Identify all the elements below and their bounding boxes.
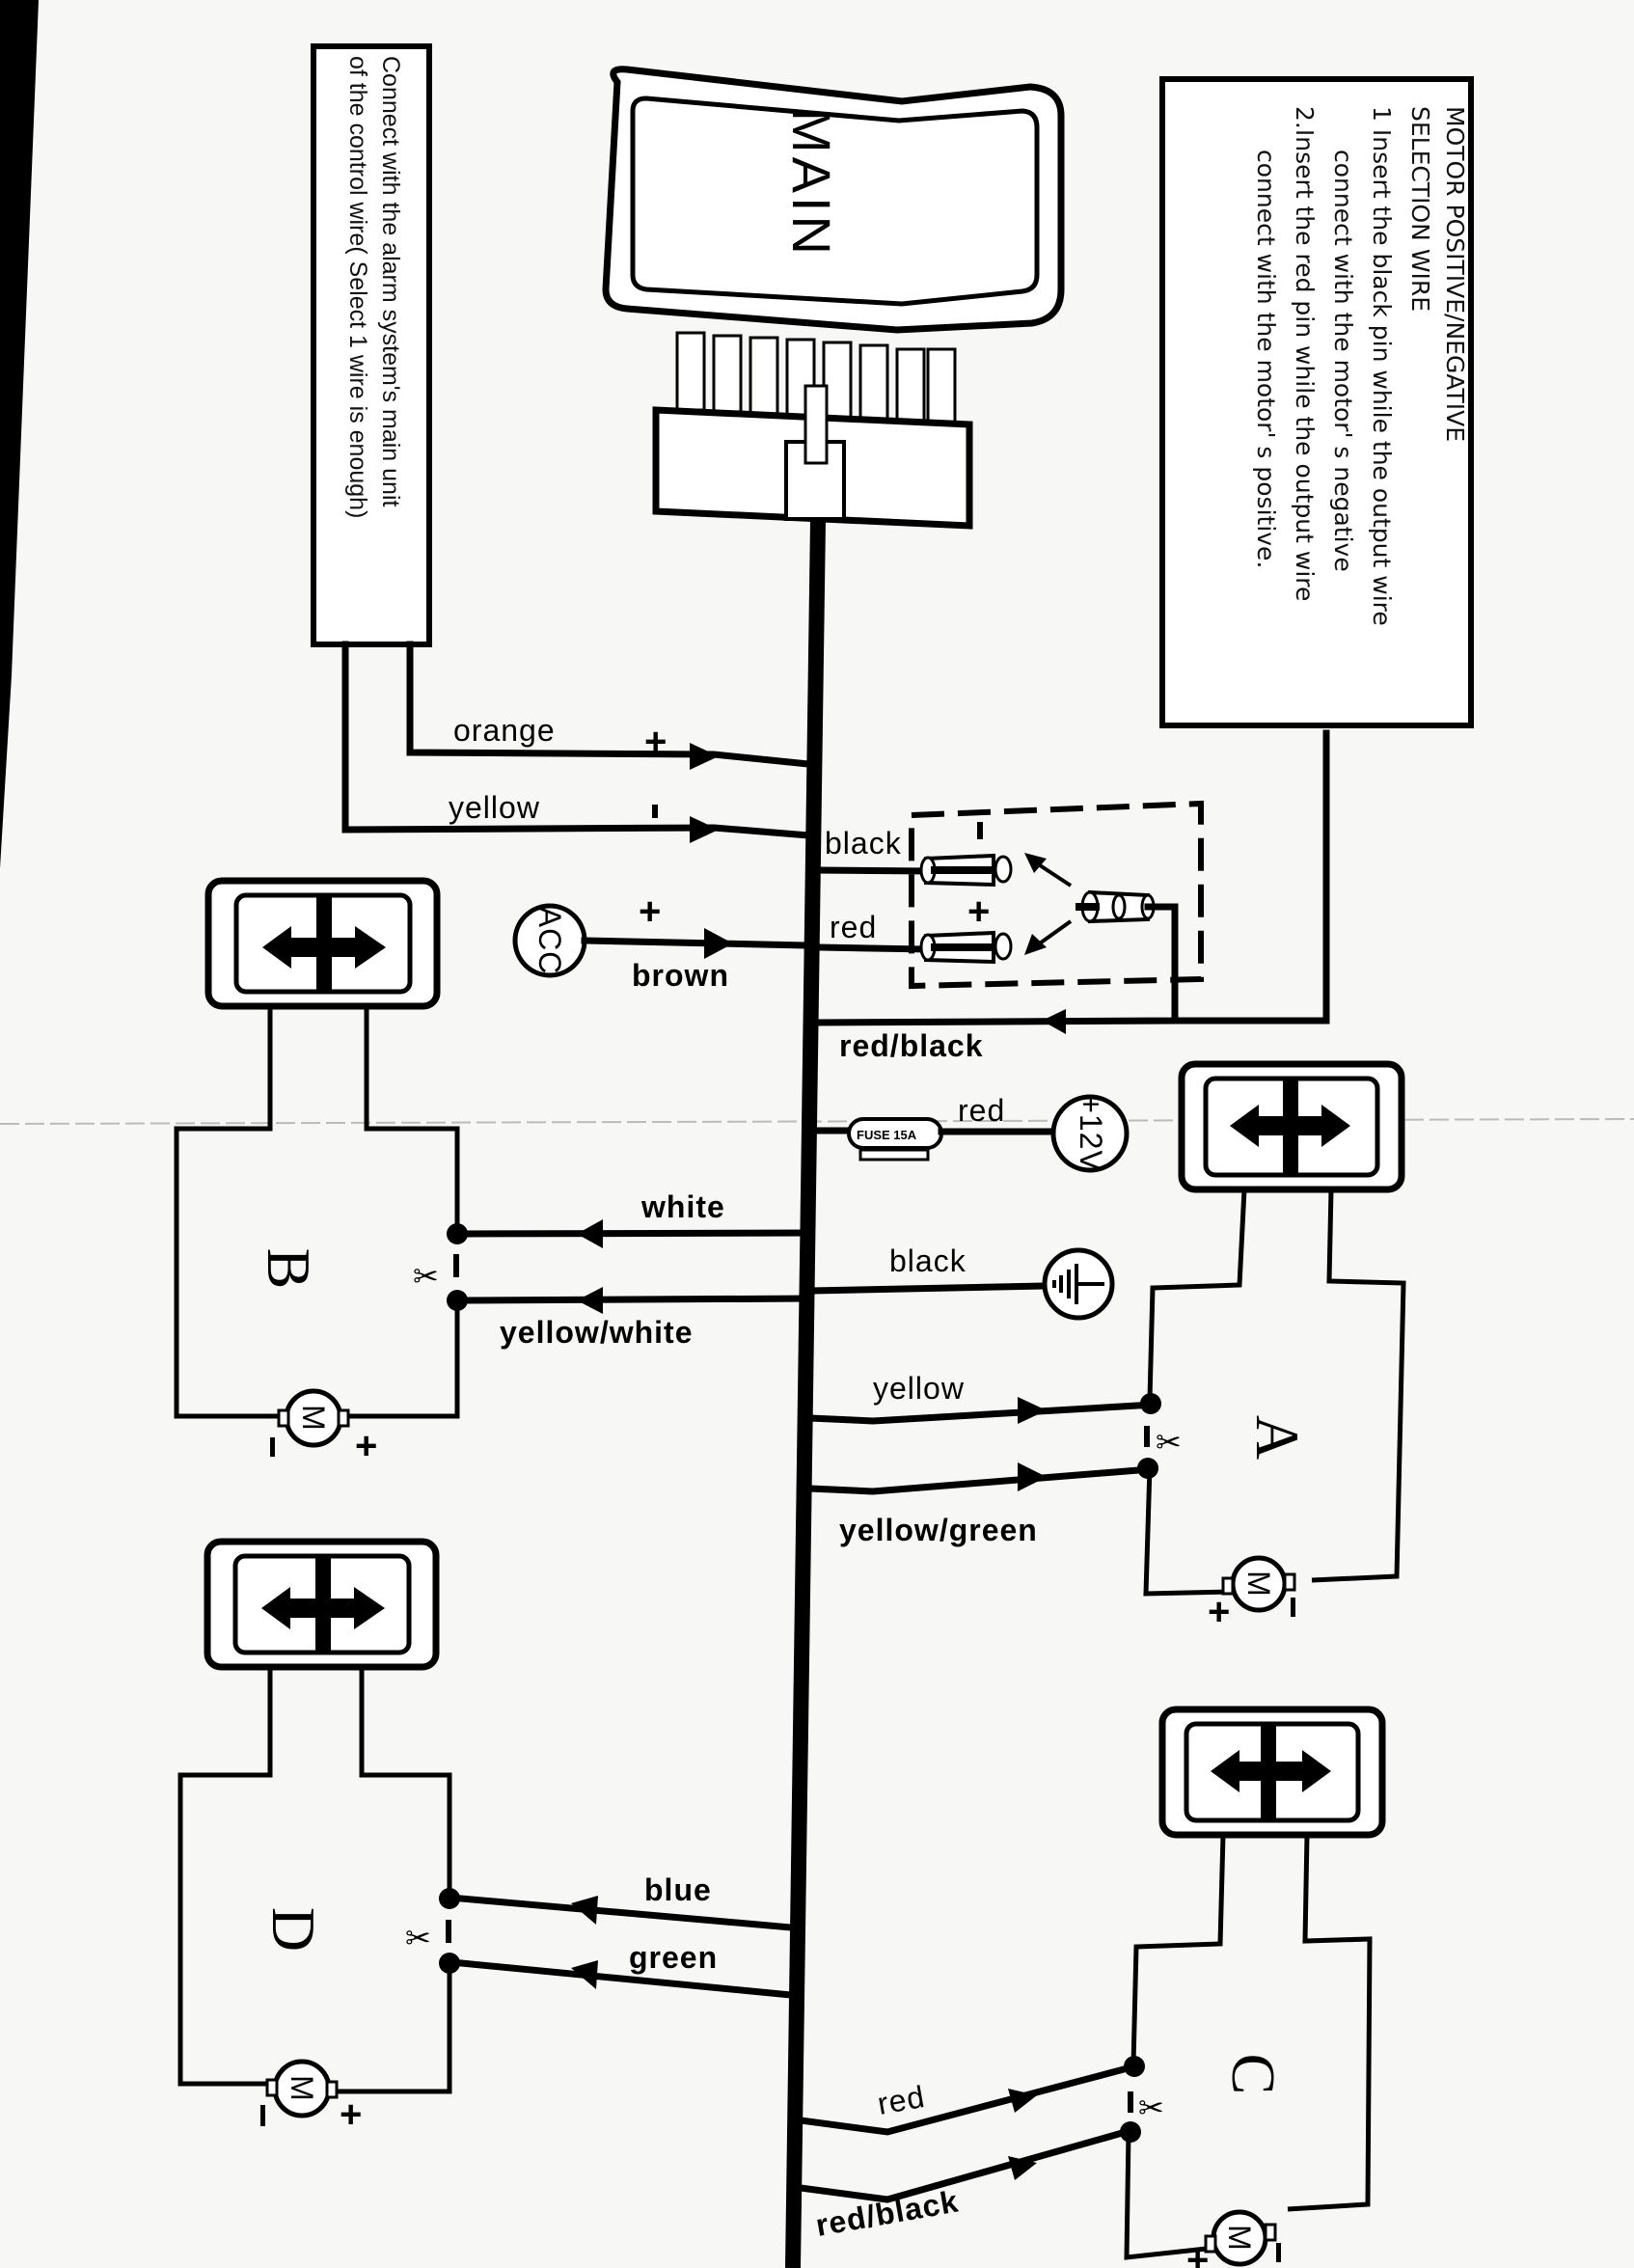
selection-title-line2: SELECTION WIRE bbox=[1406, 106, 1434, 312]
orange-plus-sign: + bbox=[644, 721, 667, 763]
actuator-d: ✂ D M + blue green bbox=[177, 1538, 795, 2136]
control-note-line1: Connect with the alarm system's main uni… bbox=[377, 56, 404, 507]
main-unit-label: MAIN bbox=[781, 108, 842, 259]
motor-c-plus: + bbox=[1186, 2239, 1209, 2268]
scan-edge-shadow-lower bbox=[0, 675, 12, 868]
svg-text:yellow/green: yellow/green bbox=[839, 1513, 1038, 1547]
arrow-to-black-pin bbox=[1035, 861, 1073, 888]
polarity-selector: black red + bbox=[814, 729, 1330, 1063]
actuator-b: ✂ B M + white yellow/white bbox=[174, 877, 814, 1467]
common-plug bbox=[1076, 889, 1156, 924]
ground-wire: black bbox=[806, 1243, 1115, 1321]
wire-brown-acc: ACC + brown bbox=[512, 890, 812, 993]
svg-text:red: red bbox=[875, 2079, 928, 2121]
actuator-a-arrow-badge bbox=[1178, 1060, 1405, 1193]
actuator-a: ✂ A M + yellow yellow/green bbox=[806, 1060, 1406, 1633]
cut-wire-icon: ✂ bbox=[413, 1259, 440, 1294]
fuse-label: FUSE 15A bbox=[857, 1128, 917, 1142]
scan-edge-shadow bbox=[0, 0, 39, 675]
svg-text:orange: orange bbox=[453, 713, 556, 748]
svg-text:red/black: red/black bbox=[839, 1028, 984, 1063]
svg-text:M: M bbox=[1241, 1571, 1276, 1598]
motor-b-plus: + bbox=[355, 1425, 377, 1467]
motor-c-minus bbox=[1276, 2243, 1281, 2262]
svg-text:red: red bbox=[958, 1093, 1005, 1128]
wire-orange: orange + bbox=[406, 641, 812, 770]
actuator-d-label: D bbox=[259, 1907, 328, 1952]
brown-plus-sign: + bbox=[639, 890, 661, 933]
selection-title-line1: MOTOR POSITIVE/NEGATIVE bbox=[1441, 106, 1469, 442]
connector-pins bbox=[675, 331, 957, 428]
selection-wire-note-box: MOTOR POSITIVE/NEGATIVE SELECTION WIRE 1… bbox=[1159, 76, 1474, 728]
power-wire: FUSE 15A red +12V bbox=[806, 1093, 1130, 1173]
black-pin-connector bbox=[919, 853, 1013, 888]
svg-text:M: M bbox=[1222, 2225, 1257, 2252]
actuator-c-arrow-badge bbox=[1158, 1706, 1386, 1839]
actuator-b-label: B bbox=[255, 1248, 323, 1290]
svg-text:blue: blue bbox=[644, 1872, 712, 1907]
double-arrow-icon bbox=[261, 1587, 385, 1629]
svg-text:brown: brown bbox=[632, 958, 729, 993]
svg-text:black: black bbox=[825, 826, 902, 861]
selection-step2a: 2.Insert the red pin while the output wi… bbox=[1291, 106, 1319, 601]
svg-text:green: green bbox=[629, 1940, 718, 1975]
plus12v-terminal-icon bbox=[1050, 1094, 1130, 1173]
double-arrow-icon bbox=[1211, 1750, 1331, 1792]
actuator-a-label: A bbox=[1243, 1415, 1312, 1460]
cut-wire-icon: ✂ bbox=[1156, 1425, 1183, 1460]
plus12v-label: +12V bbox=[1074, 1095, 1108, 1172]
selector-minus-sign bbox=[977, 822, 983, 839]
motor-d-minus bbox=[260, 2105, 265, 2126]
svg-text:yellow: yellow bbox=[873, 1371, 965, 1406]
selection-step1b: connect with the motor' s negative bbox=[1329, 150, 1357, 572]
main-harness-trunk bbox=[785, 520, 826, 2268]
svg-text:yellow: yellow bbox=[449, 790, 540, 825]
motor-b-minus bbox=[270, 1437, 275, 1457]
selection-step1a: 1 Insert the black pin while the output … bbox=[1368, 106, 1396, 626]
svg-text:white: white bbox=[640, 1189, 725, 1224]
main-unit: MAIN bbox=[602, 66, 1065, 530]
control-note-line2: of the control wire( Select 1 wire is en… bbox=[344, 56, 371, 518]
yellow-minus-sign bbox=[652, 805, 658, 818]
double-arrow-icon bbox=[262, 926, 386, 969]
selection-step2b: connect with the motor' s positive. bbox=[1252, 150, 1280, 568]
actuator-b-arrow-badge bbox=[204, 877, 441, 1010]
actuator-d-arrow-badge bbox=[204, 1538, 440, 1671]
acc-label: ACC bbox=[532, 907, 567, 975]
svg-text:yellow/white: yellow/white bbox=[500, 1315, 693, 1350]
wire-yellow-trigger: yellow bbox=[341, 641, 812, 843]
ground-symbol bbox=[1052, 1264, 1104, 1304]
red-pin-connector bbox=[919, 930, 1013, 965]
arrow-to-red-pin bbox=[1035, 919, 1073, 947]
actuator-c-label: C bbox=[1219, 2054, 1288, 2095]
motor-a-minus bbox=[1291, 1598, 1295, 1617]
motor-a-plus: + bbox=[1208, 1591, 1230, 1633]
actuator-c: ✂ C M + red red/black bbox=[797, 1706, 1386, 2268]
selector-plus-sign: + bbox=[967, 890, 990, 933]
selector-dashed-box bbox=[909, 800, 1204, 990]
svg-text:red: red bbox=[830, 910, 877, 944]
cut-wire-icon: ✂ bbox=[1138, 2090, 1165, 2125]
svg-text:black: black bbox=[889, 1243, 967, 1278]
motor-d-plus: + bbox=[340, 2093, 362, 2136]
control-wire-note-box: Connect with the alarm system's main uni… bbox=[311, 43, 432, 647]
cut-wire-icon: ✂ bbox=[405, 1921, 432, 1955]
svg-text:M: M bbox=[296, 1405, 331, 1432]
double-arrow-icon bbox=[1230, 1105, 1350, 1147]
svg-text:M: M bbox=[285, 2075, 319, 2102]
